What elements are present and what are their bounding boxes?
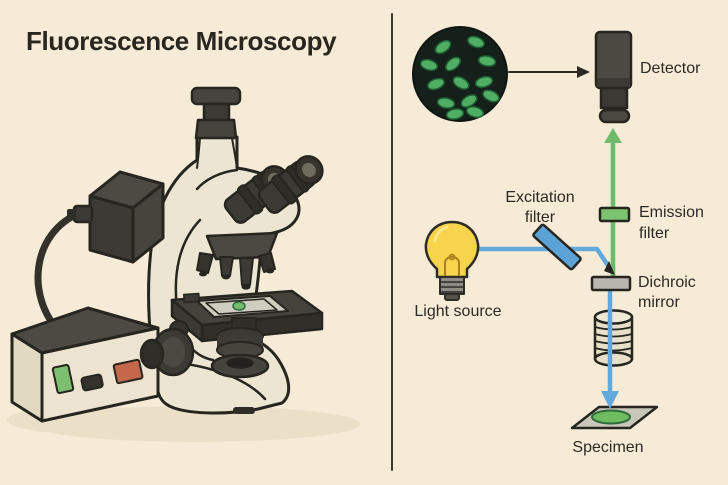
microscope-view-icon xyxy=(412,26,508,122)
dichroic-mirror-icon xyxy=(590,275,632,292)
camera-port xyxy=(190,86,242,169)
emission-filter-icon xyxy=(598,206,631,223)
page-title: Fluorescence Microscopy xyxy=(26,26,337,56)
specimen-slide xyxy=(570,405,659,430)
power-cable xyxy=(34,208,86,336)
condenser xyxy=(210,317,270,379)
power-supply-box xyxy=(10,306,160,423)
emission-beam-arrowhead xyxy=(604,128,622,143)
excitation-filter-label-line1: Excitation xyxy=(505,189,574,206)
focus-knobs xyxy=(139,327,195,377)
view-to-detector-arrow xyxy=(508,66,590,78)
microscope-illustration xyxy=(7,86,360,442)
specimen-sample xyxy=(591,409,631,425)
power-toggle xyxy=(80,373,104,392)
light-path-diagram: Detector Excitation filter Emission filt… xyxy=(412,26,704,456)
stage xyxy=(169,289,324,343)
objective-lens-icon xyxy=(593,309,634,367)
light-source-label: Light source xyxy=(414,303,501,320)
detector-icon xyxy=(594,30,633,124)
power-green-button xyxy=(51,363,75,395)
beam-reflection-tip xyxy=(604,261,615,275)
fluorescing-cells xyxy=(419,35,500,120)
base-foot xyxy=(233,407,255,414)
emission-filter-label-line1: Emission xyxy=(639,204,704,221)
dichroic-mirror-label-line2: mirror xyxy=(638,294,680,311)
specimen-label: Specimen xyxy=(572,439,643,456)
emission-filter-label-line2: filter xyxy=(639,225,670,242)
power-red-button xyxy=(112,358,144,385)
excitation-filter-label-line2: filter xyxy=(525,209,556,226)
excitation-beam-arrowhead xyxy=(601,391,619,409)
slide-clip xyxy=(182,292,201,304)
stage-specimen-dot xyxy=(232,301,246,311)
lamp-housing xyxy=(67,170,165,264)
light-bulb-icon xyxy=(424,220,480,301)
head-contour xyxy=(195,168,239,191)
detector-label: Detector xyxy=(640,60,701,77)
eyepiece-right xyxy=(257,155,324,214)
nosepiece-turret xyxy=(196,231,279,290)
excitation-filter-icon xyxy=(532,223,582,271)
excitation-beam xyxy=(468,246,619,409)
dichroic-mirror-label-line1: Dichroic xyxy=(638,274,696,291)
